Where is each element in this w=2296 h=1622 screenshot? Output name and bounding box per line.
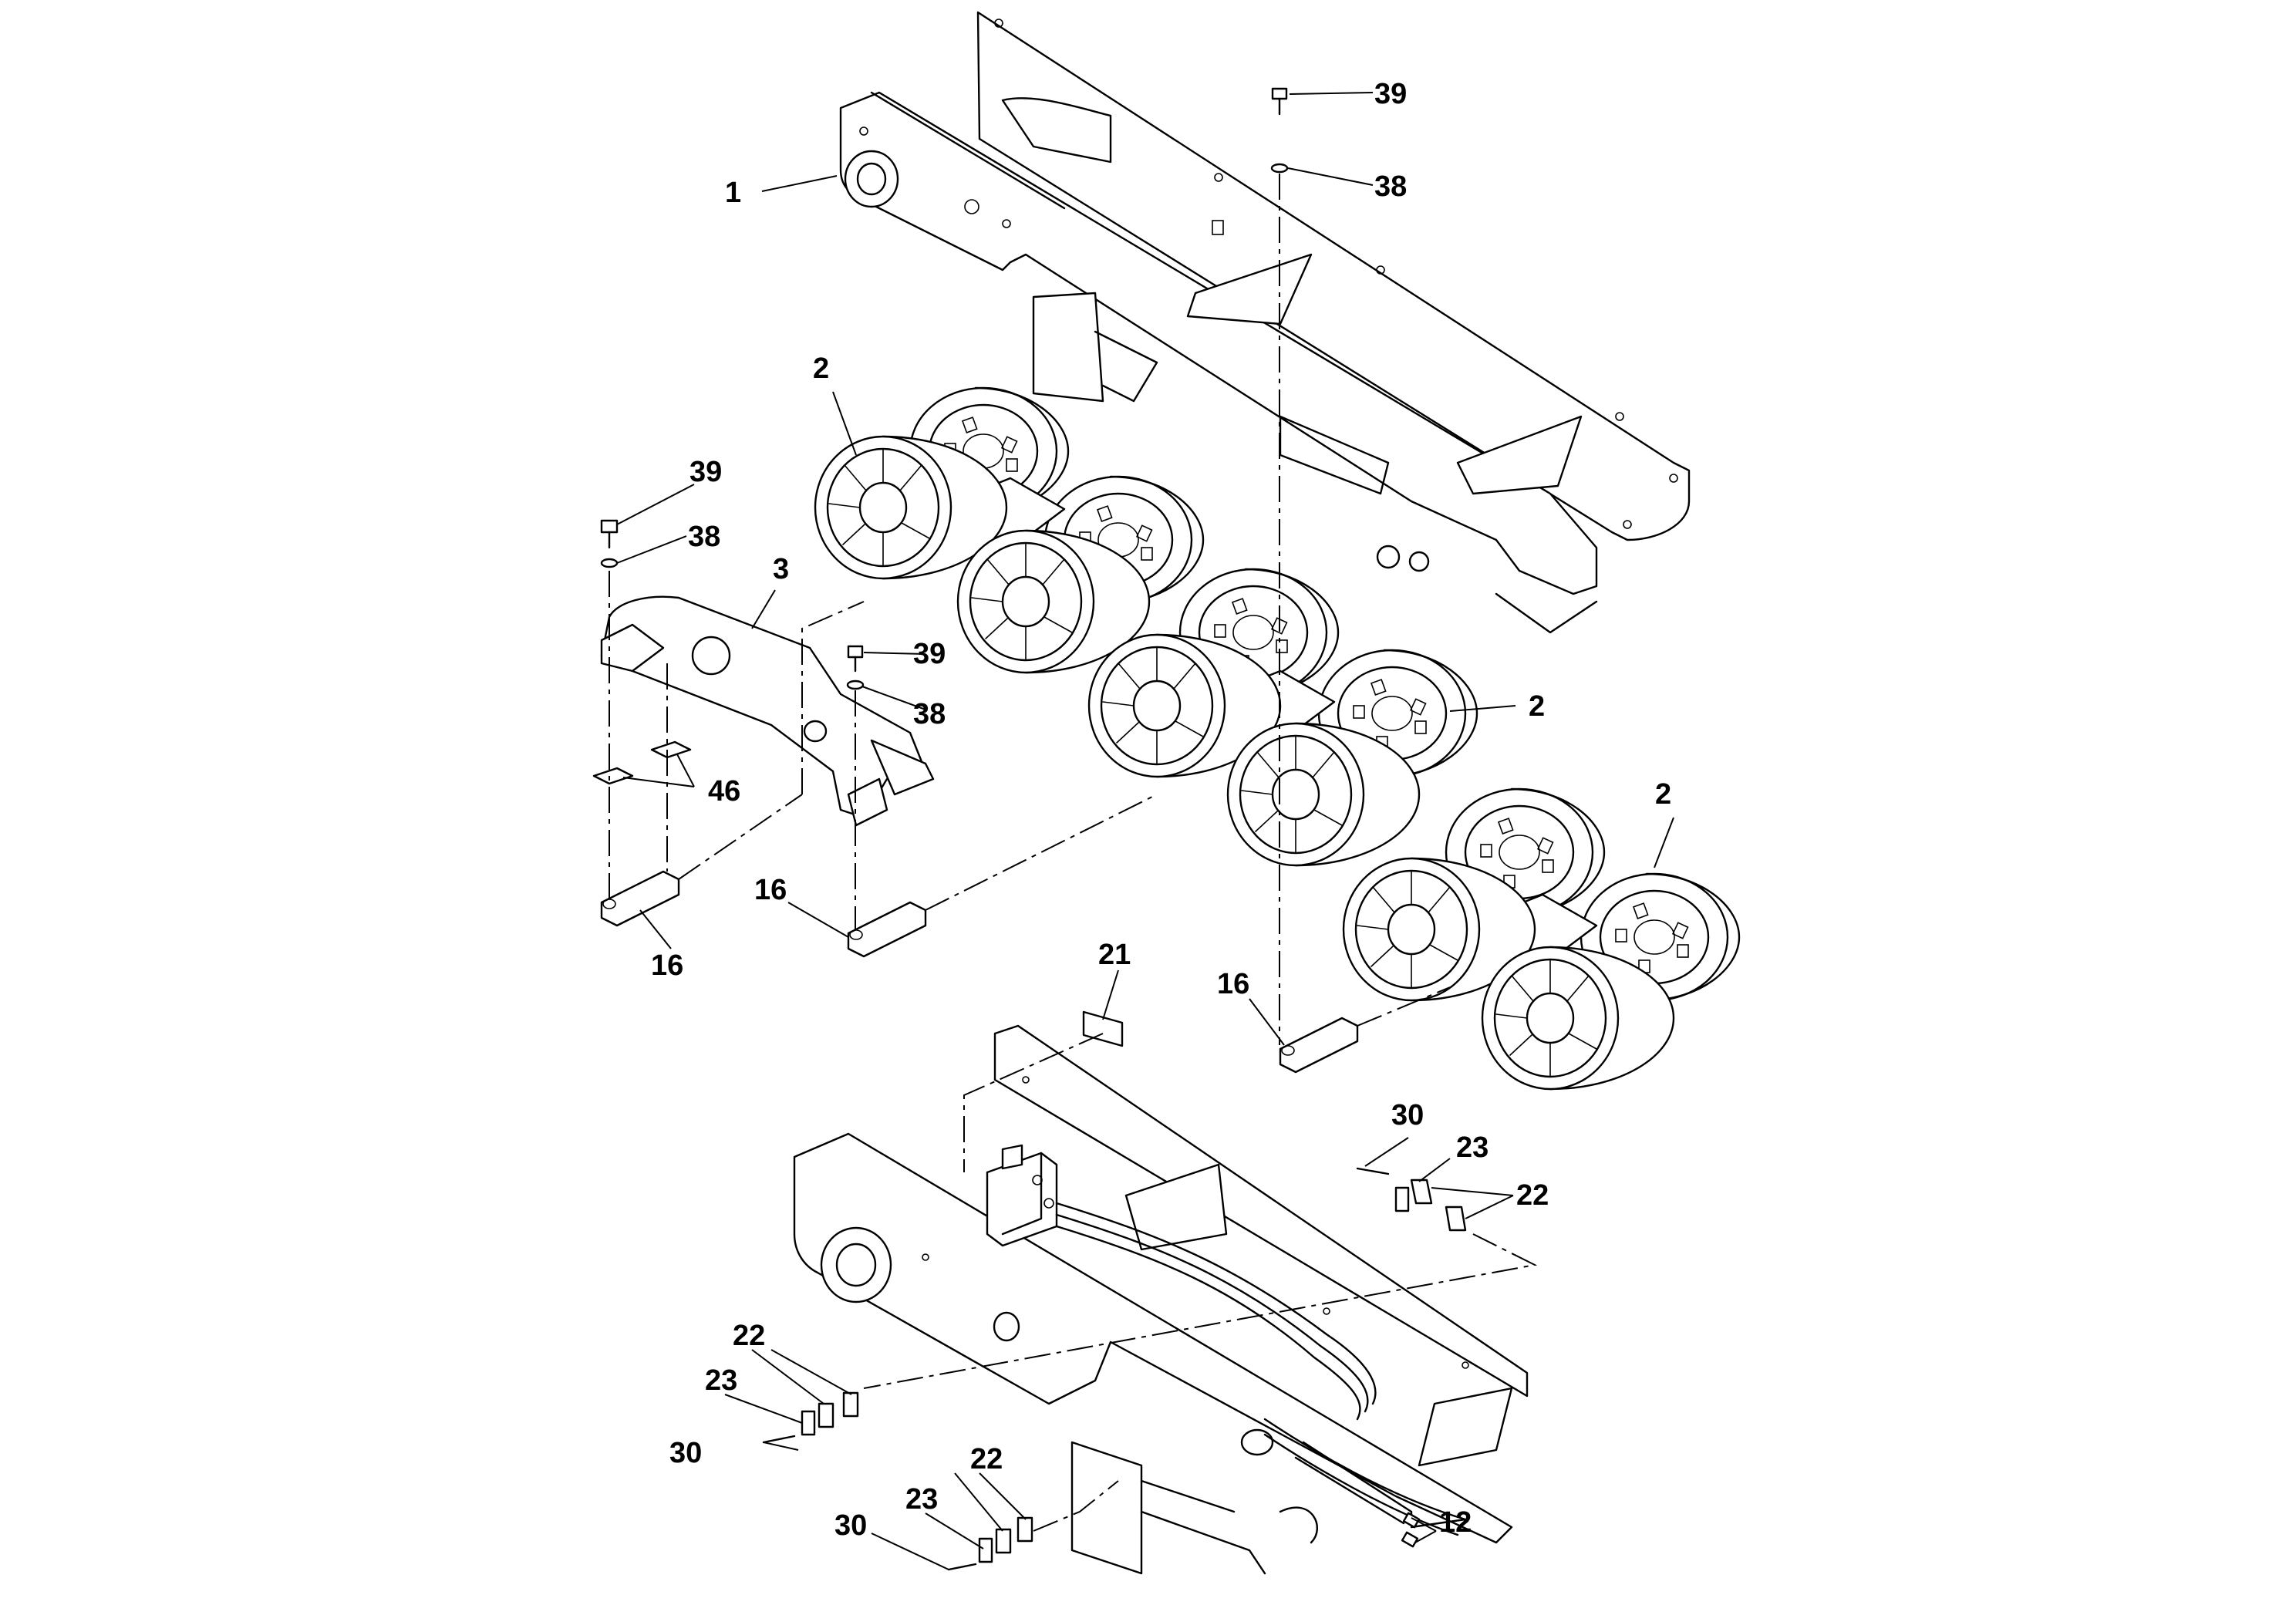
clamp-set-bottom — [947, 1516, 1033, 1571]
clamp-set-left — [762, 1391, 859, 1444]
callout-16: 16 — [754, 874, 787, 906]
pad-part-16-right — [1279, 1017, 1359, 1074]
rocker-arm-part-3 — [600, 595, 935, 827]
callout-30: 30 — [1391, 1099, 1424, 1131]
callout-22: 22 — [733, 1320, 765, 1352]
callout-2: 2 — [813, 352, 829, 385]
lower-frame — [793, 1024, 1529, 1575]
callout-22: 22 — [1516, 1179, 1549, 1212]
hydraulic-valve-block — [986, 1144, 1058, 1247]
callout-1: 1 — [725, 177, 741, 209]
callout-16: 16 — [1217, 968, 1249, 1000]
callout-labels: 1 39 38 2 39 38 3 39 38 46 2 2 16 16 16 … — [651, 78, 1671, 1542]
callout-2: 2 — [1529, 690, 1545, 723]
callout-30: 30 — [834, 1509, 867, 1542]
callout-16: 16 — [651, 949, 683, 982]
bogie-wheel-set-a — [814, 386, 1205, 674]
callout-23: 23 — [1456, 1131, 1489, 1164]
pad-part-16-left — [600, 870, 680, 927]
callout-2: 2 — [1655, 778, 1671, 811]
callout-30: 30 — [669, 1437, 702, 1469]
callout-39: 39 — [913, 638, 946, 670]
callout-38: 38 — [688, 521, 720, 553]
callout-46: 46 — [708, 775, 740, 808]
bogie-wheel-set-c — [1342, 787, 1741, 1091]
leader-lines — [616, 92, 1674, 1570]
callout-12: 12 — [1439, 1506, 1472, 1539]
callout-3: 3 — [773, 553, 789, 585]
shim-part-46 — [592, 740, 692, 785]
assembly-center-lines — [609, 174, 1538, 1532]
callout-38: 38 — [913, 698, 946, 730]
callout-39: 39 — [689, 456, 722, 488]
callout-22: 22 — [970, 1443, 1003, 1475]
bogie-wheel-set-b — [1087, 568, 1478, 867]
bolt-washer-left — [600, 519, 619, 568]
hydraulic-hoses-part-12 — [1055, 1202, 1467, 1548]
bolt-washer-right — [1270, 87, 1289, 174]
callout-23: 23 — [905, 1483, 938, 1516]
clamp-set-right — [1356, 1167, 1467, 1232]
bolt-washer-middle — [846, 645, 865, 690]
callout-21: 21 — [1098, 939, 1131, 971]
callout-38: 38 — [1374, 170, 1407, 203]
pad-part-16-middle — [847, 901, 927, 958]
label-plate-part-21 — [1082, 1010, 1124, 1047]
track-frame-part-1 — [839, 11, 1691, 634]
callout-39: 39 — [1374, 78, 1407, 110]
callout-23: 23 — [705, 1364, 737, 1397]
